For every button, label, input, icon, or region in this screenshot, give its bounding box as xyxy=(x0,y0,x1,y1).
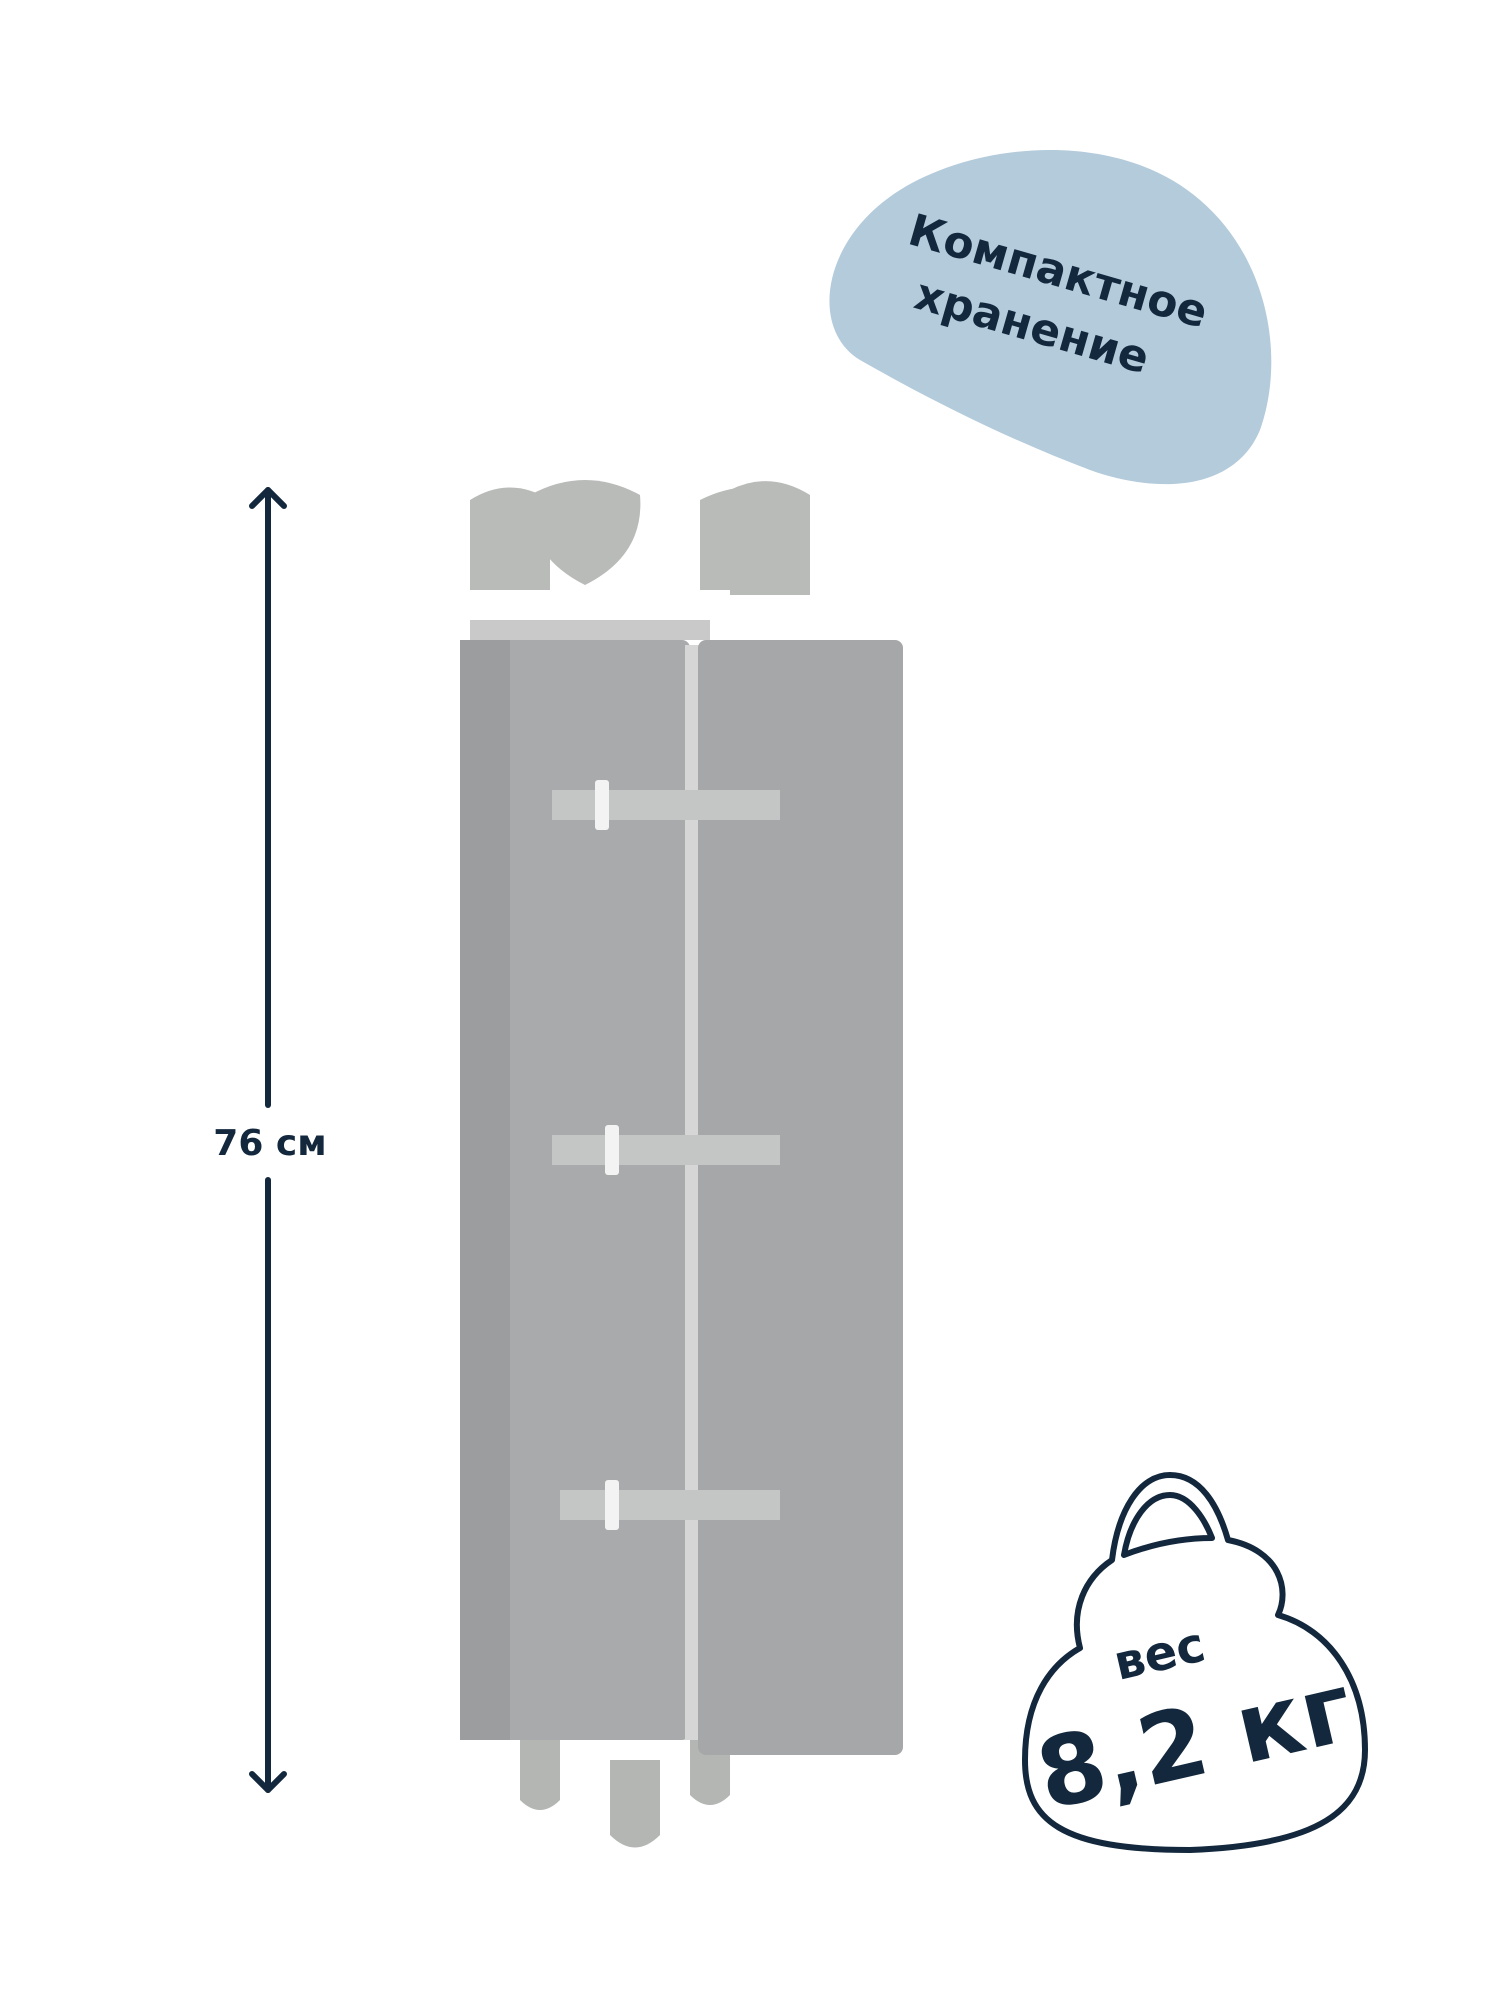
weight-label: вес xyxy=(1109,1617,1211,1692)
badge-blob xyxy=(829,150,1272,485)
playpen-right-panel xyxy=(698,640,903,1755)
strap-buckle xyxy=(605,1480,619,1530)
kettlebell-icon xyxy=(1022,1472,1368,1853)
velcro-straps xyxy=(552,780,780,1530)
weight-value: 8,2 кг xyxy=(1027,1651,1363,1832)
height-dimension xyxy=(249,487,287,1793)
playpen-left-panel xyxy=(460,640,690,1740)
weight-badge: вес 8,2 кг xyxy=(1022,1472,1368,1853)
arrow-down-icon xyxy=(249,1771,287,1793)
playpen-legs xyxy=(520,1740,730,1848)
folded-playpen xyxy=(460,480,903,1848)
strap-buckle xyxy=(605,1125,619,1175)
arrow-up-icon xyxy=(249,487,287,509)
height-label: 76 см xyxy=(213,1123,326,1164)
compact-storage-badge: Компактное хранение xyxy=(829,150,1272,485)
strap-buckle xyxy=(595,780,609,830)
playpen-corner-caps xyxy=(470,480,810,595)
